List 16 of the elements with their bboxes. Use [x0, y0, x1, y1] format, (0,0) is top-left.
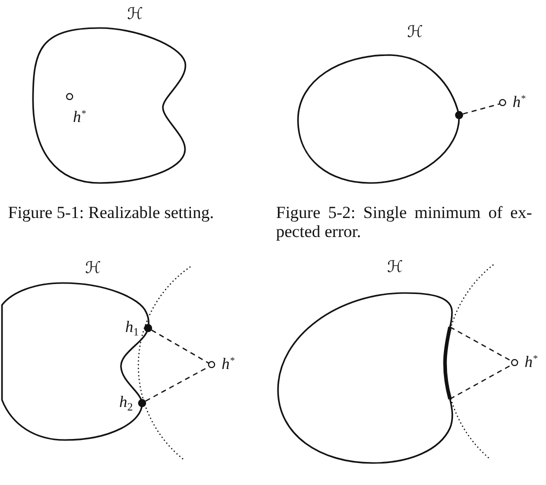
point-label: h$_{2}$: [119, 394, 133, 412]
point-label: h$_{1}$: [125, 319, 139, 337]
point-label: h$^{*}$: [222, 356, 234, 374]
dashed-line: [450, 326, 512, 362]
set-label: ℋ: [127, 5, 143, 23]
dashed-line: [462, 103, 500, 114]
set-label: ℋ: [387, 258, 403, 276]
dashed-line: [450, 364, 512, 400]
figure-caption: Figure 5-2: Single minimum of ex- pected error.: [276, 203, 532, 241]
point-label: h$^{*}$: [524, 354, 538, 372]
point-label: h$^{*}$: [72, 108, 86, 127]
set-label: ℋ: [407, 23, 423, 41]
figure-caption: Figure 5-1: Realizable setting.: [8, 203, 214, 222]
point-label: h$^{*}$: [512, 94, 526, 112]
set-label: ℋ: [85, 259, 101, 277]
dashed-line: [151, 330, 210, 364]
